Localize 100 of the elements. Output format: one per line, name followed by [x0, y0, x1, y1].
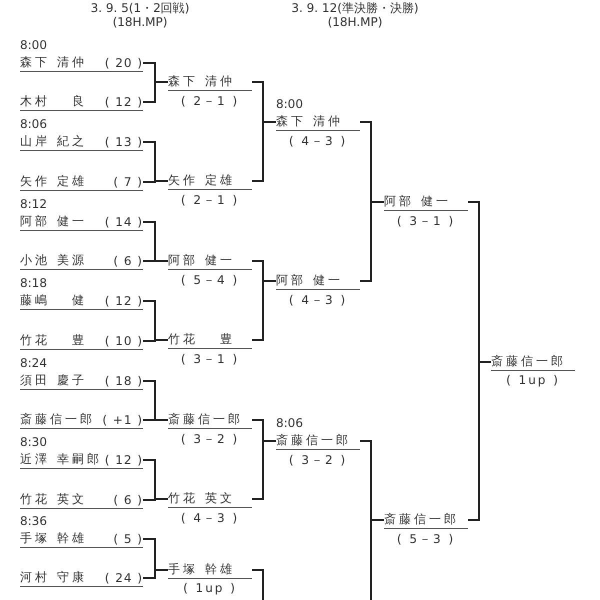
player-name: 竹花 豊 [168, 331, 235, 348]
match-time: 8:06 [276, 416, 303, 430]
bracket-entry [168, 490, 252, 508]
score-text: ( 12 ) [104, 294, 143, 308]
player-name: 小池 美源 [20, 252, 87, 269]
player-name: 森下 清仲 [20, 54, 87, 71]
bracket-entry [20, 54, 143, 72]
score-text: ( 20 ) [104, 56, 143, 70]
bracket-line [143, 419, 168, 421]
bracket-entry [168, 411, 252, 429]
score-text: ( 6 ) [113, 254, 143, 268]
bracket-entry [276, 113, 360, 131]
match-time: 8:30 [20, 435, 47, 449]
score-text: ( +1 ) [102, 412, 143, 426]
score-text: ( 10 ) [104, 334, 143, 348]
player-name: 竹花 英文 [168, 490, 235, 507]
player-name: 阿部 健一 [20, 213, 87, 230]
player-name: 阿部 健一 [276, 272, 343, 289]
match-result: ( 5－3 ) [396, 531, 456, 548]
bracket-entry [20, 569, 143, 587]
player-name: 斎藤信一郎 [384, 511, 459, 528]
bracket-entry [168, 172, 252, 190]
score-text: ( 14 ) [104, 214, 143, 228]
player-name: 木村 良 [20, 93, 87, 110]
bracket-line [252, 121, 276, 182]
bracket-entry [168, 252, 252, 270]
match-result: ( 1up ) [505, 373, 561, 387]
player-name: 矢作 定雄 [20, 173, 87, 190]
bracket-entry [20, 292, 143, 310]
bracket-line [143, 339, 168, 342]
score-text: ( 12 ) [104, 94, 143, 108]
score-text: ( 7 ) [113, 174, 143, 188]
player-name: 竹花 豊 [20, 332, 87, 349]
player-name: 近澤 幸嗣郎 [20, 451, 102, 468]
match-result: ( 4－3 ) [288, 292, 348, 309]
bracket-entry [384, 193, 468, 211]
match-time: 8:18 [20, 276, 47, 290]
player-name: 阿部 健一 [384, 193, 451, 210]
match-time: 8:00 [20, 38, 47, 52]
match-time: 8:00 [276, 97, 303, 111]
match-time: 8:06 [20, 117, 47, 131]
match-result: ( 5－4 ) [180, 272, 240, 289]
bracket-entry [491, 353, 575, 371]
bracket-entry [20, 451, 143, 469]
match-result: ( 3－1 ) [180, 351, 240, 368]
player-name: 斎藤信一郎 [491, 353, 566, 370]
player-name: 河村 守康 [20, 569, 87, 586]
match-result: ( 3－2 ) [288, 452, 348, 469]
bracket-entry [384, 511, 468, 529]
bracket-line [370, 519, 384, 600]
format-note: (18H.MP) [326, 15, 384, 29]
player-name: 手塚 幹雄 [168, 561, 235, 578]
bracket-line [143, 569, 168, 579]
player-name: 阿部 健一 [168, 252, 235, 269]
bracket-entry [20, 133, 143, 151]
player-name: 斎藤信一郎 [168, 411, 243, 428]
bracket-line [143, 260, 168, 262]
player-name: 藤嶋 健 [20, 292, 87, 309]
bracket-entry [276, 432, 360, 450]
match-result: ( 4－3 ) [288, 133, 348, 150]
match-time: 8:12 [20, 197, 47, 211]
bracket-line [252, 440, 276, 500]
bracket-line [252, 280, 276, 341]
bracket-entry [276, 272, 360, 290]
bracket-entry [20, 372, 143, 390]
player-name: 手塚 幹雄 [20, 530, 87, 547]
bracket-line [143, 498, 168, 501]
player-name: 山岸 紀之 [20, 133, 87, 150]
format-note: (18H.MP) [112, 15, 168, 29]
score-text: ( 6 ) [113, 492, 143, 506]
match-result: ( 3－1 ) [396, 213, 456, 230]
match-result: ( 4－3 ) [180, 510, 240, 527]
match-result: ( 2－1 ) [180, 93, 240, 110]
bracket-entry [168, 561, 252, 579]
bracket-entry [20, 93, 143, 111]
player-name: 森下 清仲 [168, 73, 235, 90]
score-text: ( 5 ) [113, 532, 143, 546]
player-name: 竹花 英文 [20, 491, 87, 508]
match-time: 8:36 [20, 514, 47, 528]
bracket-line [143, 180, 168, 183]
match-result: ( 2－1 ) [180, 192, 240, 209]
score-text: ( 12 ) [104, 452, 143, 466]
player-name: 斎藤信一郎 [276, 432, 351, 449]
match-result: ( 1up ) [182, 581, 238, 595]
player-name: 須田 慶子 [20, 372, 87, 389]
round-date-heading: 3. 9. 5(1・2回戦) [90, 0, 190, 16]
bracket-entry [168, 73, 252, 91]
match-time: 8:24 [20, 356, 47, 370]
bracket-entry [20, 332, 143, 350]
bracket-entry [20, 411, 143, 429]
bracket-entry [20, 530, 143, 548]
player-name: 矢作 定雄 [168, 172, 235, 189]
round-date-heading: 3. 9. 12(準決勝・決勝) [290, 0, 420, 16]
bracket-line [143, 81, 168, 103]
bracket-entry [20, 213, 143, 231]
bracket-line [252, 569, 264, 600]
bracket-entry [20, 252, 143, 270]
player-name: 森下 清仲 [276, 113, 343, 130]
score-text: ( 24 ) [104, 570, 143, 584]
bracket-entry [168, 331, 252, 349]
